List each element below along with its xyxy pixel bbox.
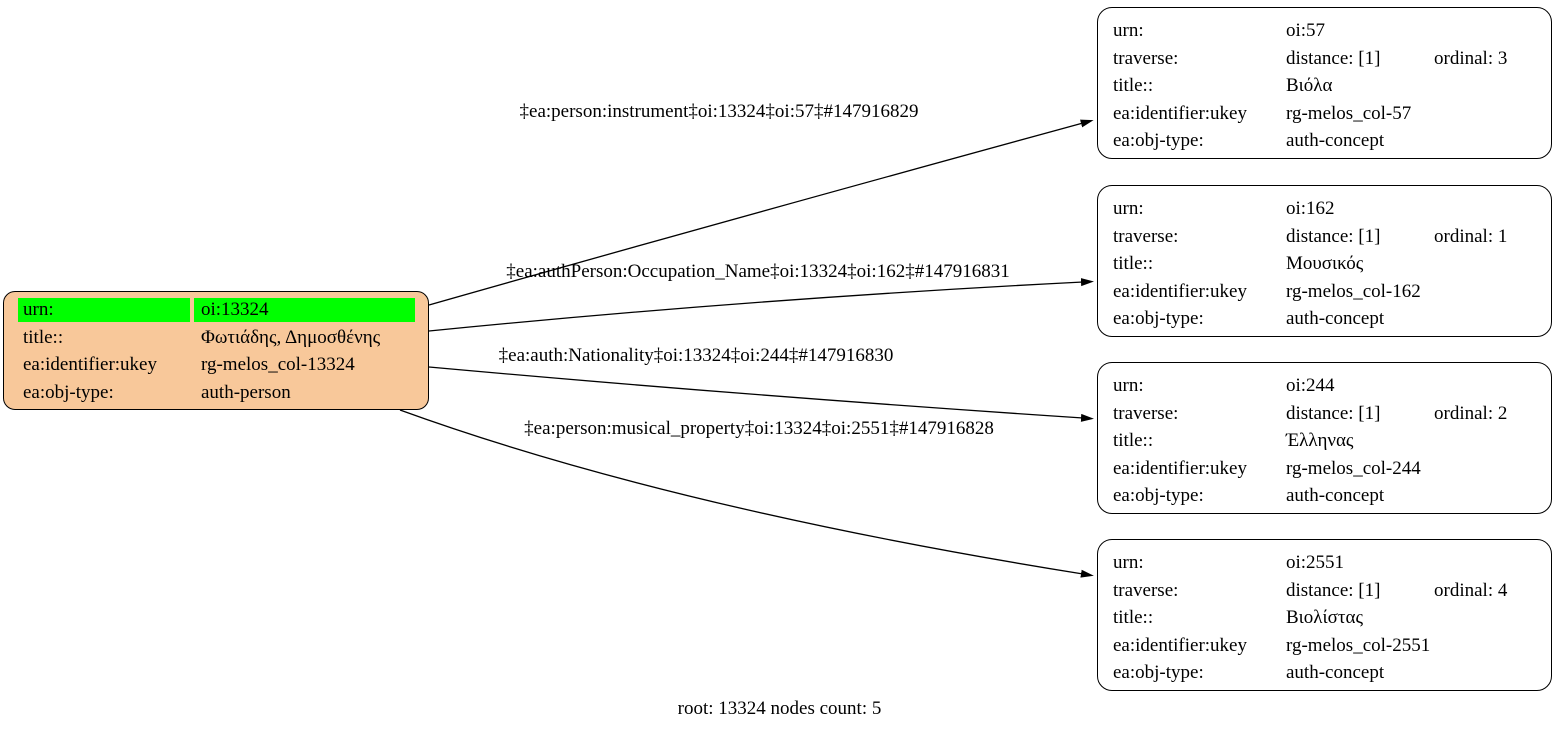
ordinal-value: ordinal: 3	[1434, 47, 1508, 69]
field-value-traverse: distance: [1] ordinal: 3	[1286, 45, 1541, 73]
edge-label: ‡ea:auth:Nationality‡oi:13324‡oi:244‡#14…	[498, 345, 894, 366]
node-row-ukey: ea:identifier:ukey rg-melos_col-57	[1113, 100, 1541, 128]
field-value-urn: oi:244	[1286, 375, 1335, 396]
field-label-traverse: traverse:	[1113, 402, 1179, 424]
field-value-title: Φωτιάδης, Δημοσθένης	[201, 326, 381, 348]
field-value-ukey: rg-melos_col-57	[1286, 102, 1412, 124]
distance-value: distance: [1]	[1286, 402, 1381, 424]
edge-label: ‡ea:authPerson:Occupation_Name‡oi:13324‡…	[506, 261, 1010, 282]
field-label-title: title::	[1113, 253, 1154, 274]
graph-footer-label: root: 13324 nodes count: 5	[677, 698, 882, 719]
ordinal-value: ordinal: 1	[1434, 225, 1508, 247]
field-label-urn: urn:	[1113, 20, 1144, 41]
node-row-title: title:: Βιολίστας	[1113, 604, 1541, 632]
edge-label: ‡ea:person:musical_property‡oi:13324‡oi:…	[524, 418, 994, 439]
root-row-urn: urn: oi:13324	[18, 296, 415, 324]
field-label-title: title::	[1113, 607, 1154, 628]
ordinal-value: ordinal: 4	[1434, 579, 1508, 601]
edge-label: ‡ea:person:instrument‡oi:13324‡oi:57‡#14…	[519, 101, 919, 122]
field-value-ukey: rg-melos_col-244	[1286, 457, 1421, 479]
field-label-traverse: traverse:	[1113, 225, 1179, 247]
node-row-traverse: traverse: distance: [1] ordinal: 4	[1113, 577, 1541, 605]
field-label-urn: urn:	[1113, 198, 1144, 219]
field-label-title: title::	[1113, 75, 1154, 96]
field-label-traverse: traverse:	[1113, 579, 1179, 601]
field-value-ukey: rg-melos_col-13324	[201, 354, 355, 375]
node-row-urn: urn: oi:2551	[1113, 549, 1541, 577]
field-label-obj-type: ea:obj-type:	[1113, 308, 1204, 329]
field-label-urn: urn:	[1113, 375, 1144, 396]
field-value-traverse: distance: [1] ordinal: 4	[1286, 577, 1541, 605]
field-value-urn: oi:13324	[194, 297, 415, 322]
field-value-traverse: distance: [1] ordinal: 1	[1286, 223, 1541, 251]
node-row-urn: urn: oi:244	[1113, 372, 1541, 400]
field-label-traverse: traverse:	[1113, 47, 1179, 69]
field-label-ukey: ea:identifier:ukey	[1113, 634, 1247, 656]
field-label-ukey: ea:identifier:ukey	[23, 354, 157, 375]
field-label-ukey: ea:identifier:ukey	[1113, 280, 1247, 302]
node-row-title: title:: Έλληνας	[1113, 427, 1541, 455]
root-row-obj-type: ea:obj-type: auth-person	[18, 379, 415, 407]
field-value-obj-type: auth-person	[201, 381, 291, 403]
distance-value: distance: [1]	[1286, 225, 1381, 247]
field-label-obj-type: ea:obj-type:	[1113, 130, 1204, 151]
node-row-urn: urn: oi:57	[1113, 17, 1541, 45]
root-row-ukey: ea:identifier:ukey rg-melos_col-13324	[18, 351, 415, 379]
node-row-title: title:: Βιόλα	[1113, 72, 1541, 100]
field-value-title: Έλληνας	[1286, 430, 1354, 451]
field-label-urn: urn:	[1113, 552, 1144, 573]
field-value-urn: oi:162	[1286, 198, 1335, 219]
field-label-obj-type: ea:obj-type:	[23, 381, 114, 403]
field-value-urn: oi:2551	[1286, 552, 1345, 573]
field-value-ukey: rg-melos_col-162	[1286, 280, 1421, 302]
field-value-urn: oi:57	[1286, 20, 1326, 41]
distance-value: distance: [1]	[1286, 47, 1381, 69]
field-value-obj-type: auth-concept	[1286, 662, 1385, 683]
node-row-traverse: traverse: distance: [1] ordinal: 1	[1113, 223, 1541, 251]
node-row-ukey: ea:identifier:ukey rg-melos_col-2551	[1113, 632, 1541, 660]
node-row-obj-type: ea:obj-type: auth-concept	[1113, 482, 1541, 510]
root-row-title: title:: Φωτιάδης, Δημοσθένης	[18, 324, 415, 352]
field-value-title: Βιολίστας	[1286, 607, 1363, 628]
node-row-urn: urn: oi:162	[1113, 195, 1541, 223]
field-label-obj-type: ea:obj-type:	[1113, 485, 1204, 506]
field-value-obj-type: auth-concept	[1286, 130, 1385, 151]
node-card: urn: oi:244 traverse: distance: [1] ordin…	[1097, 362, 1552, 514]
edge-arrow-occupation	[428, 278, 1094, 332]
node-row-traverse: traverse: distance: [1] ordinal: 2	[1113, 400, 1541, 428]
field-value-obj-type: auth-concept	[1286, 308, 1385, 329]
node-row-obj-type: ea:obj-type: auth-concept	[1113, 305, 1541, 333]
node-row-title: title:: Μουσικός	[1113, 250, 1541, 278]
field-label-obj-type: ea:obj-type:	[1113, 662, 1204, 683]
field-value-obj-type: auth-concept	[1286, 485, 1385, 506]
field-value-title: Μουσικός	[1286, 253, 1364, 274]
node-row-obj-type: ea:obj-type: auth-concept	[1113, 127, 1541, 155]
ordinal-value: ordinal: 2	[1434, 402, 1508, 424]
distance-value: distance: [1]	[1286, 579, 1381, 601]
edge-arrow-nationality	[428, 366, 1094, 422]
node-card: urn: oi:162 traverse: distance: [1] ordin…	[1097, 185, 1552, 337]
field-label-title: title::	[1113, 430, 1154, 451]
node-card: urn: oi:2551 traverse: distance: [1] ordi…	[1097, 539, 1552, 691]
field-label-urn: urn:	[18, 297, 190, 322]
field-label-ukey: ea:identifier:ukey	[1113, 457, 1247, 479]
node-row-ukey: ea:identifier:ukey rg-melos_col-162	[1113, 278, 1541, 306]
field-value-traverse: distance: [1] ordinal: 2	[1286, 400, 1541, 428]
field-value-ukey: rg-melos_col-2551	[1286, 634, 1431, 656]
node-row-ukey: ea:identifier:ukey rg-melos_col-244	[1113, 455, 1541, 483]
field-value-title: Βιόλα	[1286, 75, 1333, 96]
field-label-ukey: ea:identifier:ukey	[1113, 102, 1247, 124]
field-label-title: title::	[23, 326, 64, 348]
node-row-traverse: traverse: distance: [1] ordinal: 3	[1113, 45, 1541, 73]
root-node-card: urn: oi:13324 title:: Φωτιάδης, Δημοσθέν…	[3, 291, 429, 410]
node-row-obj-type: ea:obj-type: auth-concept	[1113, 659, 1541, 687]
node-card: urn: oi:57 traverse: distance: [1] ordina…	[1097, 7, 1552, 159]
